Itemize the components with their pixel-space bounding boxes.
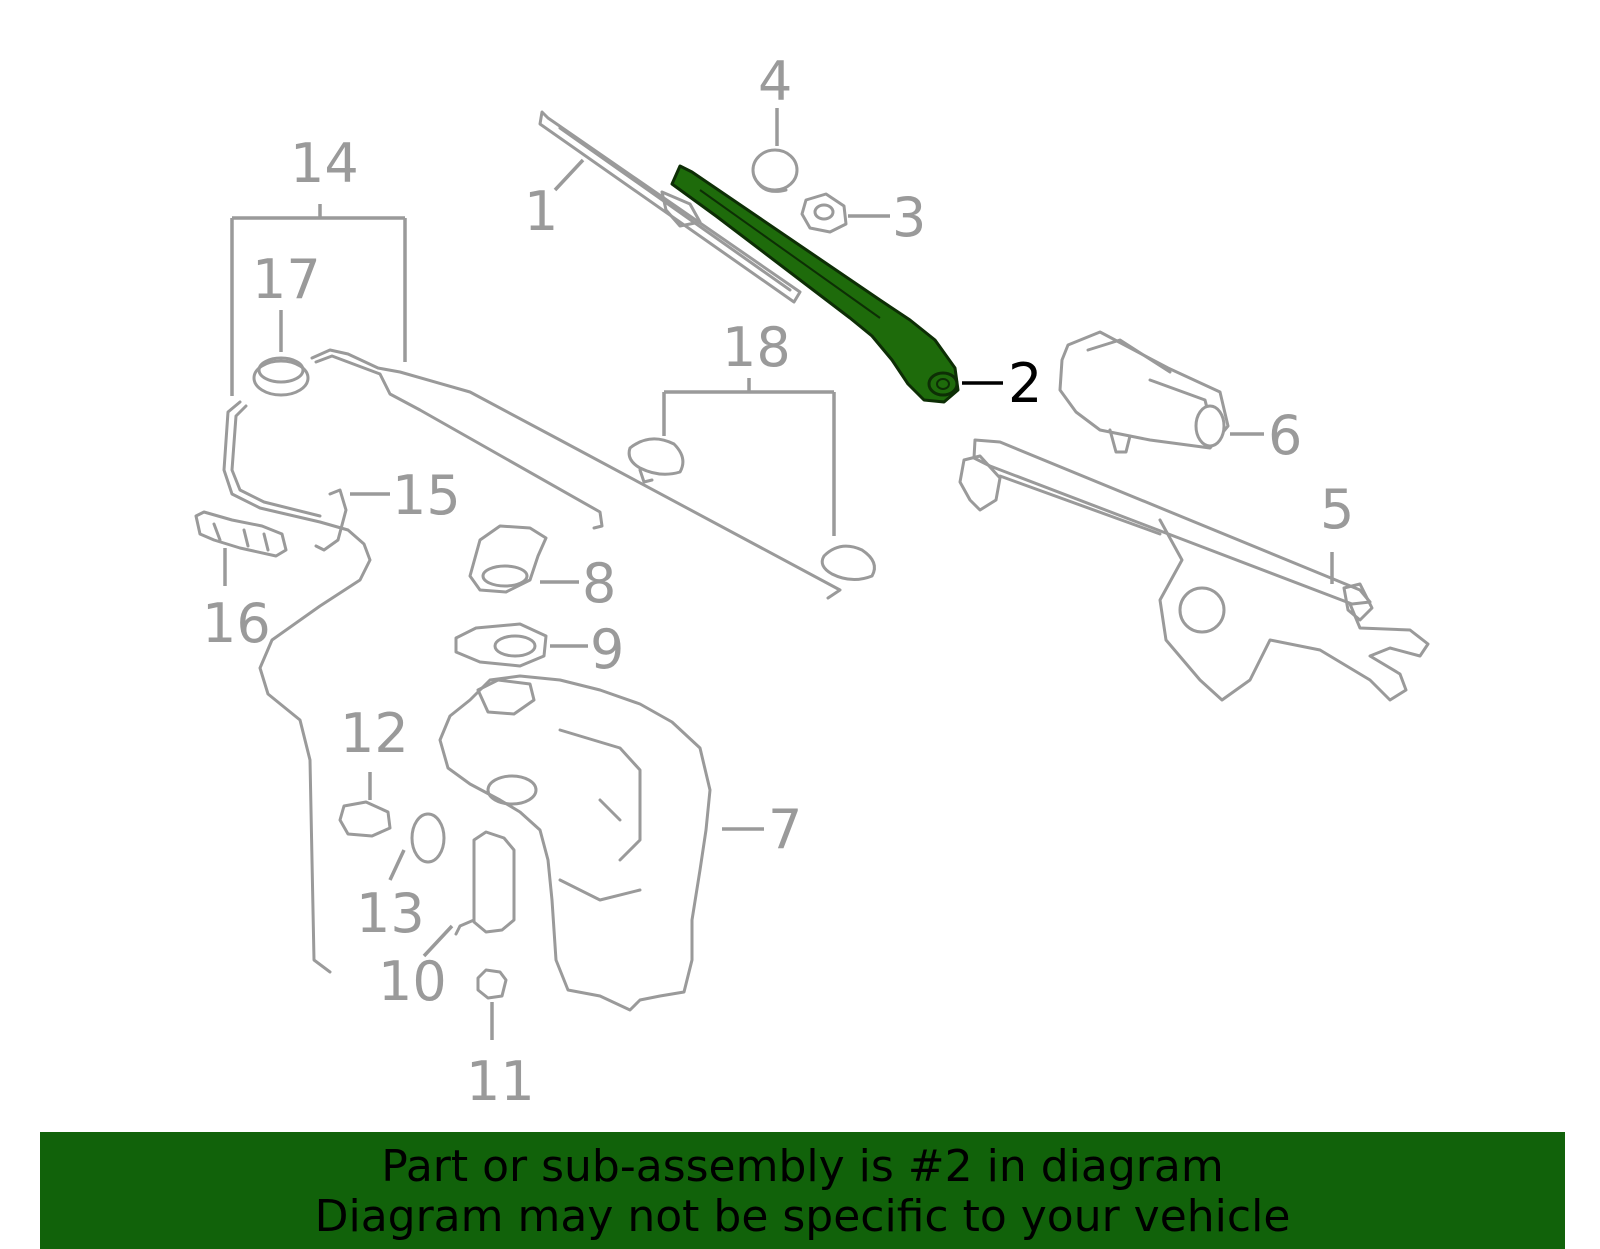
callout-8: 8 — [582, 552, 616, 615]
gasket-part-9 — [454, 622, 548, 668]
callout-1: 1 — [524, 180, 558, 243]
filler-cap-part-17 — [252, 356, 310, 397]
callout-16: 16 — [202, 592, 271, 655]
callout-9: 9 — [590, 618, 624, 681]
callout-14: 14 — [290, 132, 359, 195]
grommet-part-12 — [338, 800, 392, 838]
callout-11: 11 — [466, 1050, 535, 1113]
leader-lines — [223, 108, 1334, 1040]
filler-neck-seal-part-8 — [468, 524, 548, 594]
callout-10: 10 — [378, 950, 447, 1013]
callout-13: 13 — [356, 882, 425, 945]
plug-part-11 — [476, 968, 508, 1000]
callout-2: 2 — [1008, 352, 1042, 415]
parts-diagram: 1 2 3 4 5 6 7 8 9 10 11 12 13 14 15 16 1… — [194, 50, 1430, 1113]
washer-nozzles-part-18 — [627, 437, 876, 581]
wiper-blade-part-1 — [538, 110, 802, 304]
washer-reservoir-part-7 — [438, 674, 712, 1012]
callout-6: 6 — [1268, 404, 1302, 467]
banner-line-disclaimer: Diagram may not be specific to your vehi… — [314, 1191, 1291, 1242]
callout-18: 18 — [722, 316, 791, 379]
callout-7: 7 — [768, 798, 802, 861]
callout-12: 12 — [340, 702, 409, 765]
wiper-linkage-part-5 — [958, 438, 1430, 702]
wiper-arm-part-2 — [670, 164, 960, 404]
hose-clip-part-15 — [314, 488, 348, 552]
seal-part-13 — [410, 812, 446, 864]
callout-4: 4 — [758, 50, 792, 113]
banner-line-part-number: Part or sub-assembly is #2 in diagram — [381, 1141, 1224, 1192]
callout-15: 15 — [392, 464, 461, 527]
washer-pump-part-10 — [454, 830, 516, 936]
callout-5: 5 — [1320, 478, 1354, 541]
cap-part-4 — [751, 148, 799, 193]
info-banner: Part or sub-assembly is #2 in diagram Di… — [40, 1132, 1565, 1249]
washer-hoses-part-14 — [222, 348, 842, 974]
hose-connector-part-16 — [194, 510, 288, 558]
callout-3: 3 — [892, 186, 926, 249]
callout-17: 17 — [252, 248, 321, 311]
nut-part-3 — [800, 192, 848, 234]
wiper-motor-part-6 — [1058, 330, 1230, 454]
